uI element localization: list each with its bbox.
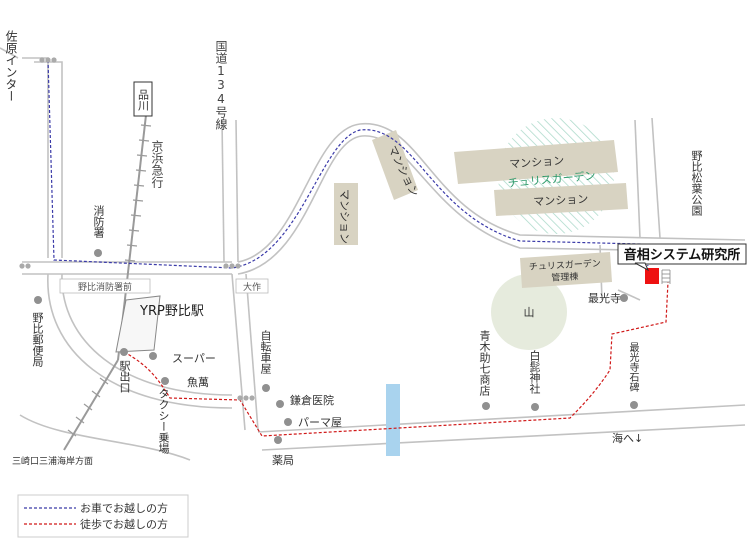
yakkyoku-label: 薬局	[272, 454, 294, 467]
super-label: スーパー	[172, 352, 216, 365]
building-churis-kanri-label-2: 管理棟	[551, 270, 579, 283]
destination-label-box: 音相システム研究所	[617, 243, 747, 272]
shirahige-label: 白髭神社	[528, 350, 541, 394]
nobi-matsuba-label: 野比松葉公園	[690, 150, 703, 216]
building-mansion-d	[334, 183, 358, 245]
road-sawara	[22, 57, 49, 258]
yubinkyoku-label: 野比郵便局	[31, 312, 44, 367]
walk-route	[123, 281, 669, 437]
keikyu-label: 京浜急行	[150, 140, 164, 188]
building-mansion-d-label: マンション	[338, 189, 351, 244]
yrp-station-label: YRP野比駅	[139, 304, 204, 319]
building-mansion-a-label: マンション	[509, 154, 565, 171]
kokudo-label: 国道134号線	[214, 40, 228, 130]
road-curve-upper	[237, 123, 746, 263]
building-churis-kanri-label-1: チュリスガーデン	[529, 257, 602, 273]
eki-deguchi-label: 駅出口	[118, 360, 131, 393]
car-route	[47, 59, 649, 269]
hill	[491, 274, 567, 350]
river	[386, 384, 400, 456]
shobosho-label: 消防署	[92, 205, 105, 238]
misaki-label: 三崎口三浦海岸方面	[12, 455, 93, 467]
daisaku-box	[235, 278, 269, 294]
building-churis-kanri	[520, 252, 612, 288]
umi-label: 海へ↓	[612, 431, 643, 445]
traffic-signals	[19, 57, 255, 401]
saikoji-sekihi-label: 最光寺石碑	[627, 342, 638, 392]
road-curve-lower	[237, 135, 746, 275]
saikoji-label: 最光寺	[588, 291, 621, 305]
nobi-shobosho-mae-box	[59, 278, 151, 294]
destination-marker	[645, 268, 659, 284]
building-mansion-a	[454, 140, 618, 184]
hill-label: 山	[524, 306, 535, 319]
kamakura-label: 鎌倉医院	[290, 393, 334, 407]
legend: お車でお越しの方 徒歩でお越しの方	[17, 494, 189, 538]
legend-car-label: お車でお越しの方	[80, 501, 168, 515]
uoman-label: 魚萬	[187, 376, 209, 389]
legend-walk-label: 徒歩でお越しの方	[80, 517, 168, 531]
yrp-station-building	[115, 295, 161, 353]
building-mansion-b	[494, 183, 628, 216]
sawara-label: 佐原インター	[4, 30, 18, 102]
jitensha-label: 自転車屋	[259, 330, 272, 374]
nobi-shobosho-mae-label: 野比消防署前	[78, 281, 132, 293]
shinagawa-box	[133, 81, 153, 117]
shinagawa-label: 品川	[137, 89, 150, 111]
taxi-label: タクシー乗場	[157, 388, 170, 454]
building-mansion-b-label: マンション	[533, 193, 589, 209]
pama-label: パーマ屋	[298, 416, 342, 429]
daisaku-label: 大作	[243, 281, 261, 293]
building-mansion-c	[372, 130, 418, 200]
destination-label: 音相システム研究所	[624, 247, 741, 263]
stairs-icon	[661, 269, 671, 284]
aoki-label: 青木助七商店	[478, 330, 491, 396]
buildings: マンション マンション マンション マンション チュリスガーデン 管理棟	[334, 130, 628, 288]
poi-dots	[34, 249, 638, 444]
